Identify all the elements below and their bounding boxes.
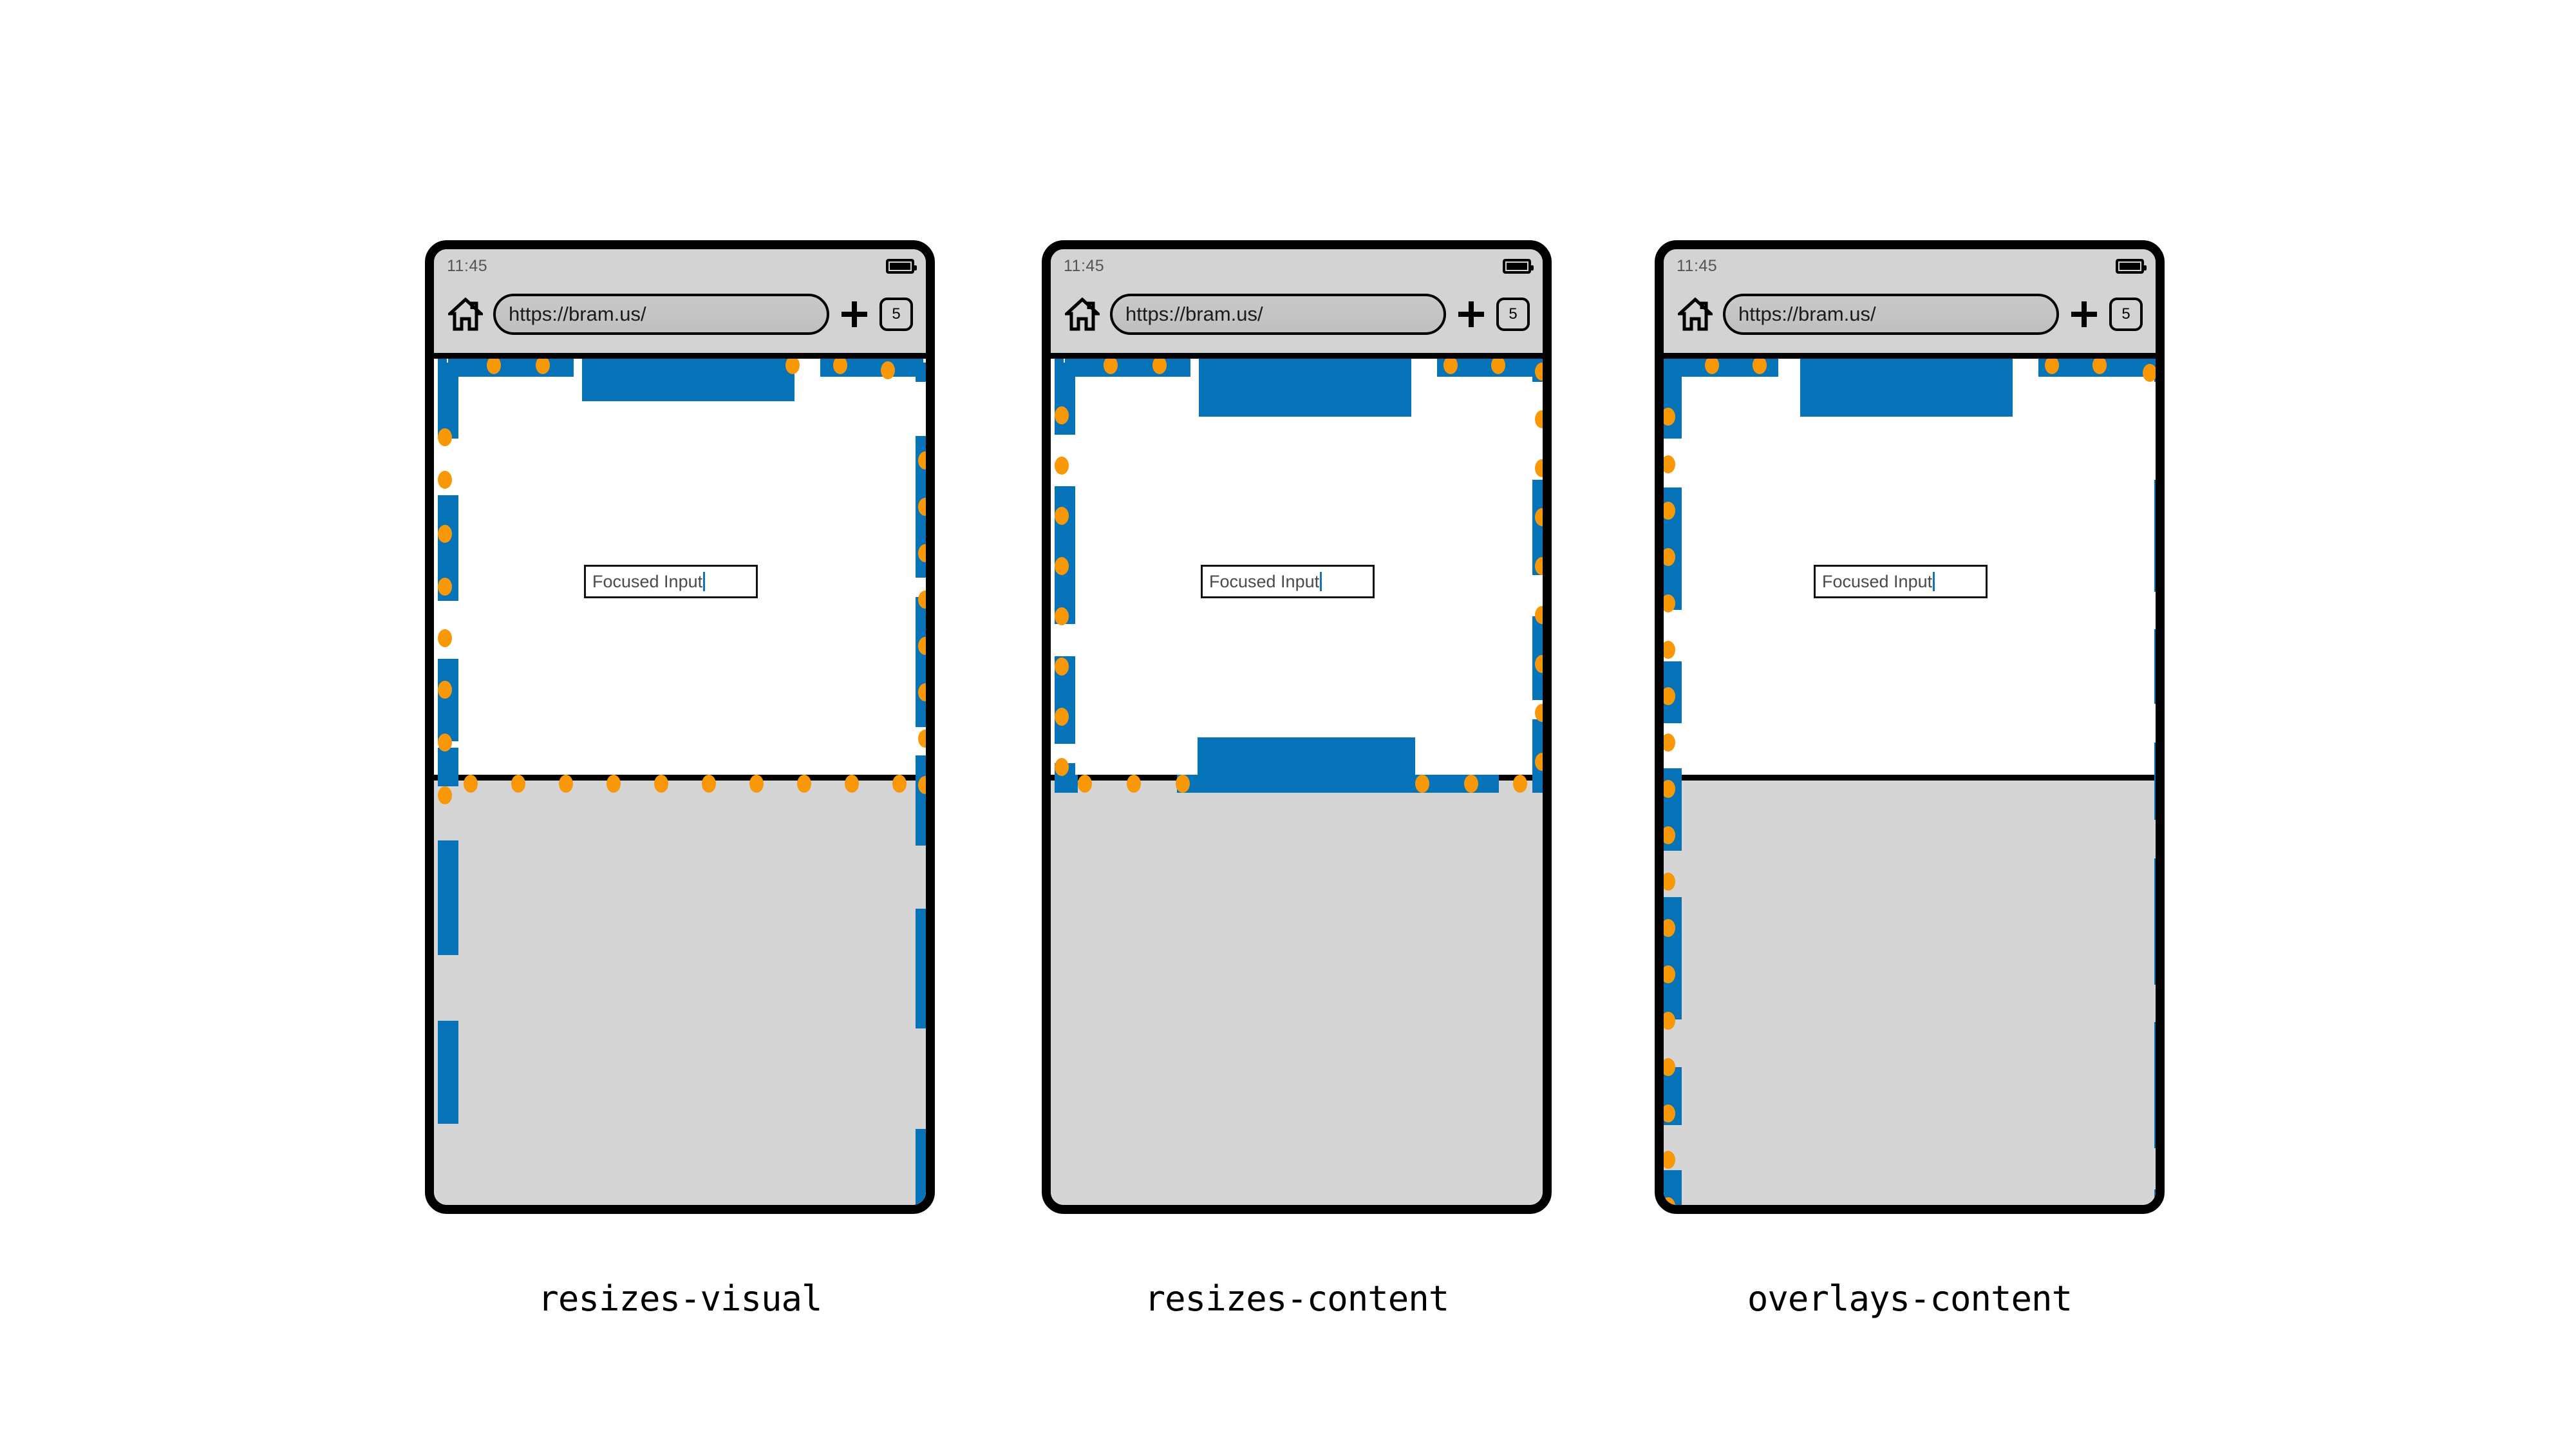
caption-overlays-content: overlays-content	[1747, 1278, 2073, 1319]
phone-mockup-resizes-visual: Focused Input	[425, 240, 935, 1214]
phone-screen: Focused Input	[1051, 249, 1543, 1205]
browser-viewport: Focused Input	[434, 356, 926, 1205]
battery-full-icon	[2116, 258, 2147, 274]
on-screen-keyboard[interactable]	[434, 775, 926, 1205]
focused-input-field[interactable]: Focused Input	[1814, 565, 1988, 598]
tab-count-label: 5	[2121, 305, 2130, 323]
browser-viewport: Focused Input	[1051, 356, 1543, 1205]
input-value: Focused Input	[1209, 571, 1320, 591]
status-bar: 11:45	[1664, 249, 2156, 280]
url-text: https://bram.us/	[1738, 302, 1876, 325]
tab-count-label: 5	[892, 305, 901, 323]
text-caret	[703, 572, 706, 591]
tab-count-button[interactable]: 5	[2109, 297, 2143, 331]
plus-icon[interactable]	[840, 299, 869, 329]
status-clock: 11:45	[1064, 256, 1105, 275]
plus-icon[interactable]	[1456, 299, 1486, 329]
status-bar: 11:45	[1051, 249, 1543, 280]
browser-chrome: 11:45 https://bram.us/ 5	[1051, 249, 1543, 359]
url-text: https://bram.us/	[509, 302, 646, 325]
tab-count-label: 5	[1509, 305, 1518, 323]
status-bar: 11:45	[434, 249, 926, 280]
status-clock: 11:45	[1677, 256, 1718, 275]
focused-input-field[interactable]: Focused Input	[1201, 565, 1375, 598]
caption-resizes-visual: resizes-visual	[538, 1278, 822, 1319]
browser-toolbar: https://bram.us/ 5	[1664, 280, 2156, 353]
on-screen-keyboard[interactable]	[1664, 775, 2156, 1205]
home-icon[interactable]	[446, 297, 485, 331]
input-value: Focused Input	[1822, 571, 1933, 591]
caption-resizes-content: resizes-content	[1144, 1278, 1450, 1319]
browser-chrome: 11:45 https://bram.us/ 5	[1664, 249, 2156, 359]
phone-screen: Focused Input	[434, 249, 926, 1205]
url-input[interactable]: https://bram.us/	[1110, 293, 1446, 335]
browser-toolbar: https://bram.us/ 5	[1051, 280, 1543, 353]
browser-viewport: Focused Input	[1664, 356, 2156, 1205]
text-caret	[1933, 572, 1935, 591]
phone-screen: Focused Input	[1664, 249, 2156, 1205]
tab-count-button[interactable]: 5	[879, 297, 913, 331]
url-input[interactable]: https://bram.us/	[493, 293, 829, 335]
text-caret	[1320, 572, 1322, 591]
browser-toolbar: https://bram.us/ 5	[434, 280, 926, 353]
url-text: https://bram.us/	[1125, 302, 1263, 325]
home-icon[interactable]	[1062, 297, 1102, 331]
url-input[interactable]: https://bram.us/	[1723, 293, 2059, 335]
plus-icon[interactable]	[2069, 299, 2099, 329]
phone-mockup-overlays-content: Focused Input	[1655, 240, 2165, 1214]
home-icon[interactable]	[1675, 297, 1715, 331]
focused-input-field[interactable]: Focused Input	[584, 565, 758, 598]
phone-mockup-resizes-content: Focused Input	[1042, 240, 1552, 1214]
tab-count-button[interactable]: 5	[1496, 297, 1530, 331]
browser-chrome: 11:45 https://bram.us/ 5	[434, 249, 926, 359]
battery-full-icon	[886, 258, 917, 274]
input-value: Focused Input	[592, 571, 703, 591]
battery-full-icon	[1503, 258, 1534, 274]
status-clock: 11:45	[447, 256, 488, 275]
on-screen-keyboard[interactable]	[1051, 775, 1543, 1205]
